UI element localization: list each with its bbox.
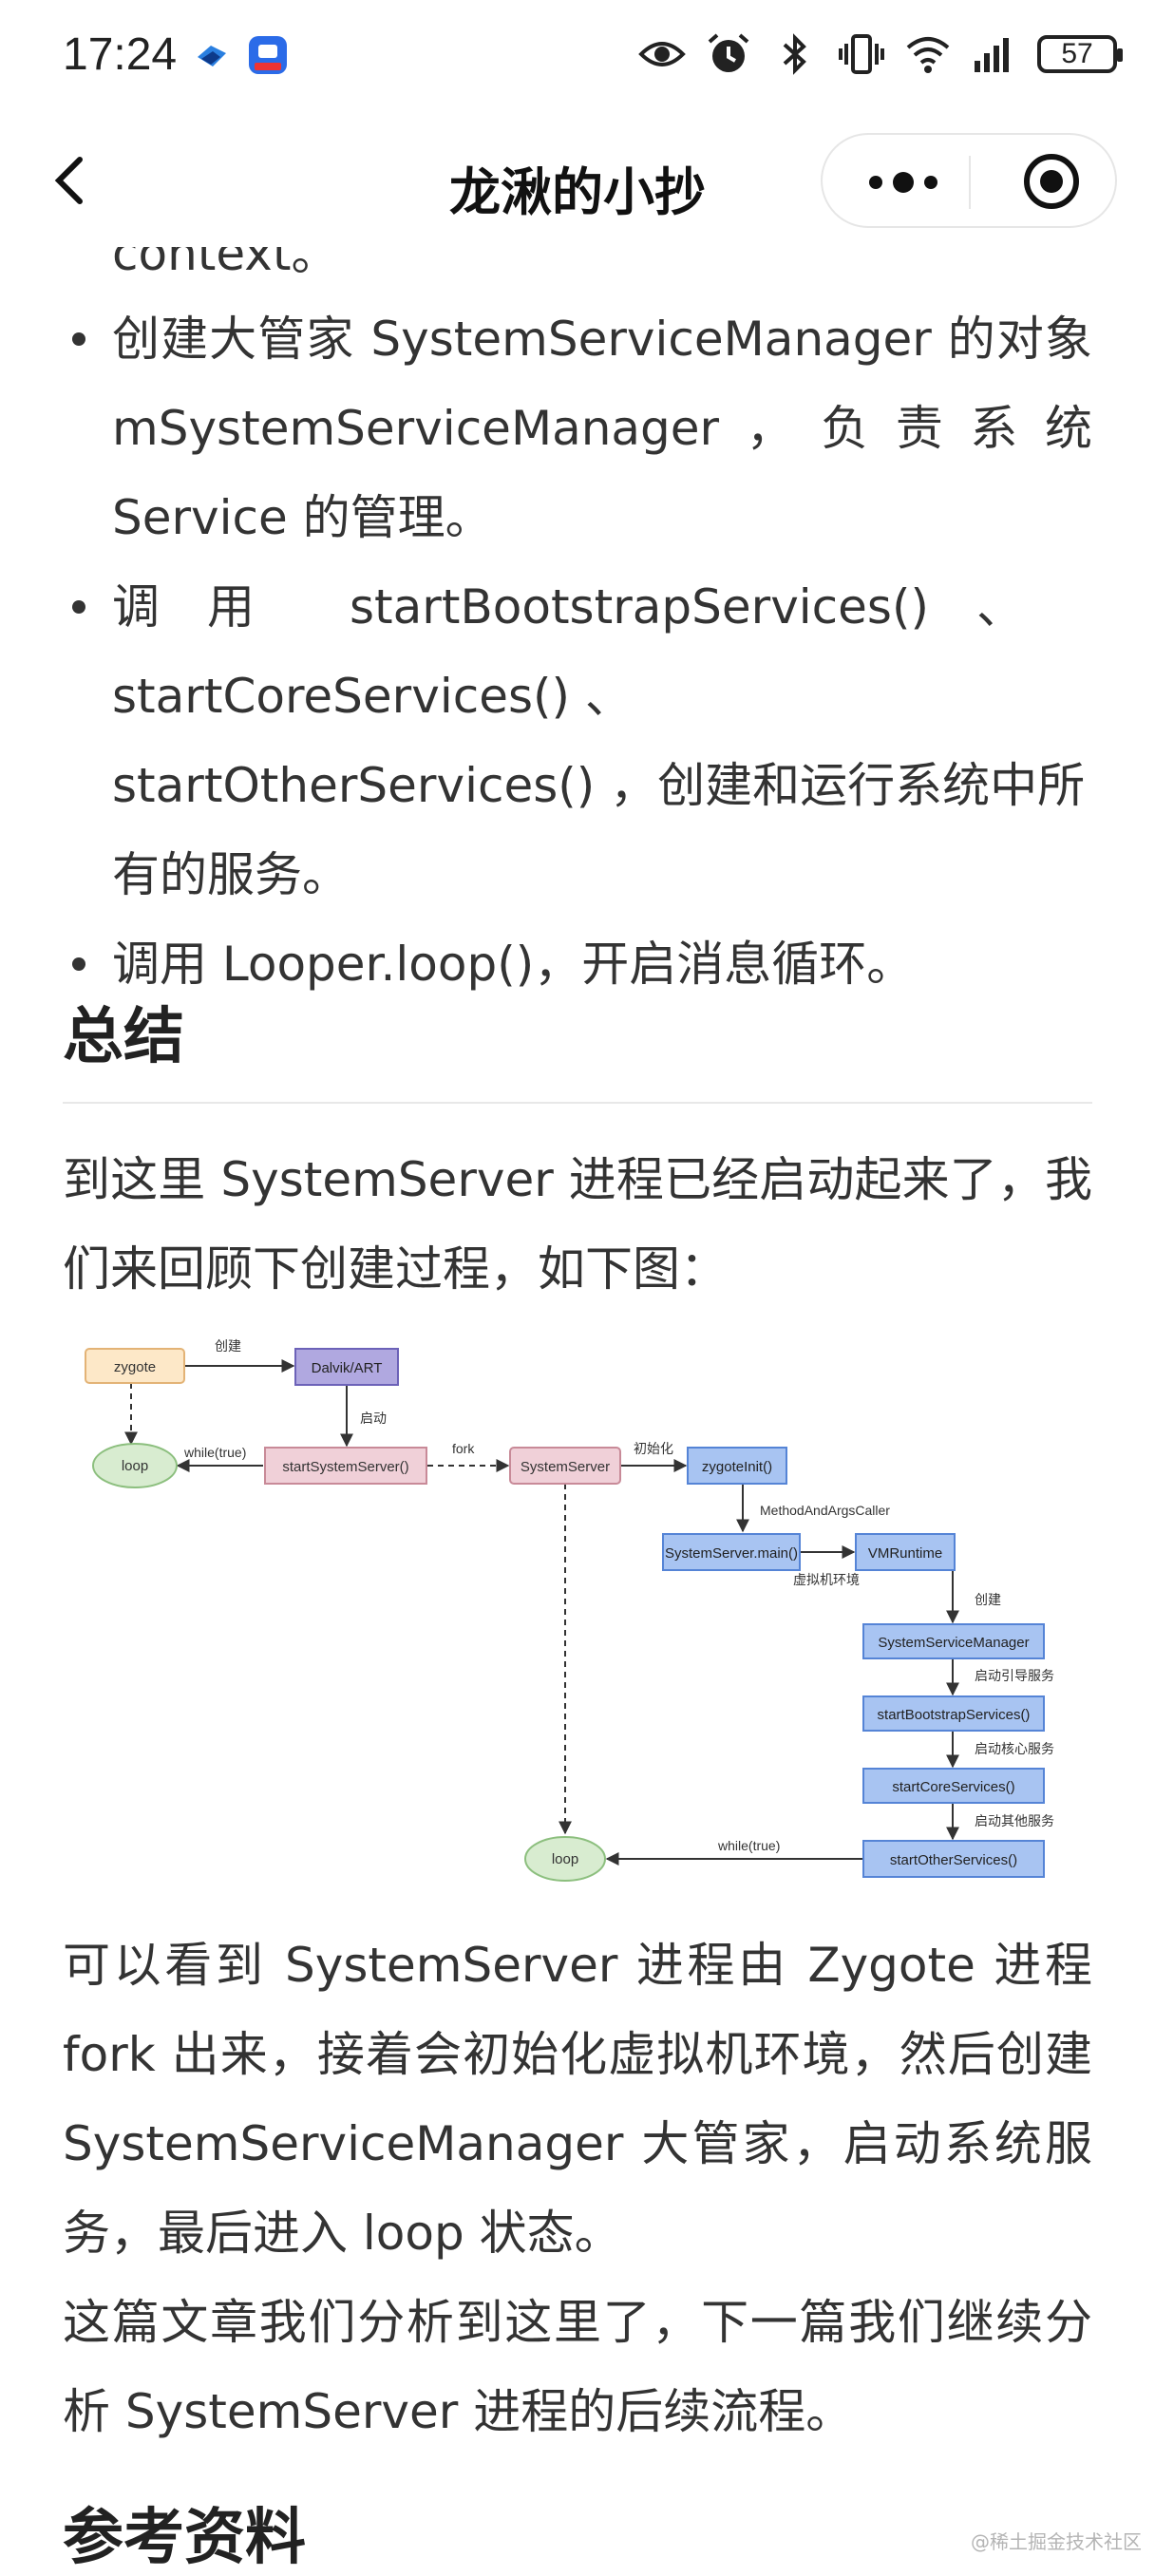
app-badge-icon [249, 36, 287, 74]
label-other: 启动其他服务 [975, 1813, 1054, 1828]
bluetooth-icon [783, 33, 806, 75]
label-vm-env: 虚拟机环境 [793, 1572, 860, 1587]
capsule-divider [969, 156, 971, 209]
battery-level: 57 [1061, 38, 1093, 69]
node-zygote: zygote [114, 1359, 156, 1375]
page-title: 龙湫的小抄 [449, 162, 706, 222]
label-bootstrap: 启动引导服务 [975, 1668, 1054, 1683]
node-loop-2: loop [552, 1851, 578, 1867]
summary-heading: 总结 [63, 1002, 184, 1072]
label-start: 启动 [360, 1411, 387, 1426]
node-system-service-manager: SystemServiceManager [878, 1635, 1029, 1651]
node-zygote-init: zygoteInit() [702, 1459, 772, 1475]
node-dalvik-art: Dalvik/ART [312, 1360, 383, 1376]
eye-icon [638, 42, 686, 66]
watermark: @稀土掘金技术社区 [971, 2530, 1142, 2553]
label-create-2: 创建 [975, 1592, 1001, 1607]
label-core: 启动核心服务 [975, 1741, 1054, 1756]
app-notification-icon [198, 46, 226, 66]
signal-icon [975, 38, 1009, 72]
node-system-server-main: SystemServer.main() [665, 1545, 798, 1562]
node-loop-1: loop [122, 1458, 148, 1474]
section-divider [63, 1102, 1092, 1104]
battery-icon: 57 [1037, 35, 1123, 73]
diagram-nodes: zygote Dalvik/ART loop startSystemServer… [85, 1348, 1045, 1882]
label-method-caller: MethodAndArgsCaller [760, 1503, 890, 1518]
status-icons: 57 [638, 30, 1123, 78]
chevron-left-icon [54, 157, 83, 204]
status-bar: 17:24 57 [0, 0, 1155, 114]
node-start-system-server: startSystemServer() [282, 1459, 408, 1475]
vibrate-icon [839, 34, 884, 74]
miniprogram-capsule [821, 133, 1117, 228]
more-button[interactable] [861, 161, 946, 203]
status-time: 17:24 [63, 29, 178, 80]
label-while-1: while(true) [183, 1445, 246, 1460]
nav-bar: 龙湫的小抄 [0, 114, 1155, 247]
bullet-list: 创建大管家 SystemServiceManager 的对象 mSystemSe… [63, 294, 1092, 1009]
label-init: 初始化 [634, 1441, 673, 1456]
node-vm-runtime: VMRuntime [868, 1545, 942, 1562]
diagram-labels: 创建 启动 while(true) fork 初始化 MethodAndArgs… [183, 1338, 1054, 1853]
list-item: 调 用 startBootstrapServices() 、startCoreS… [63, 562, 1092, 919]
close-miniprogram-button[interactable] [1022, 152, 1081, 211]
label-while-2: while(true) [717, 1838, 780, 1853]
list-item: 调用 Looper.loop()，开启消息循环。 [63, 919, 1092, 1009]
node-start-other-services: startOtherServices() [890, 1852, 1017, 1868]
label-create-1: 创建 [215, 1338, 241, 1354]
wifi-icon [906, 37, 950, 73]
alarm-icon [708, 33, 749, 72]
list-item: 创建大管家 SystemServiceManager 的对象 mSystemSe… [63, 294, 1092, 562]
node-start-core-services: startCoreServices() [892, 1779, 1014, 1795]
back-button[interactable] [42, 152, 99, 209]
references-heading: 参考资料 [63, 2503, 306, 2573]
node-start-bootstrap-services: startBootstrapServices() [878, 1707, 1031, 1723]
systemserver-startup-diagram: zygote Dalvik/ART loop startSystemServer… [85, 1338, 1054, 1882]
summary-explanation: 可以看到 SystemServer 进程由 Zygote 进程 fork 出来，… [63, 1938, 1092, 2261]
node-system-server: SystemServer [521, 1459, 610, 1475]
summary-intro: 到这里 SystemServer 进程已经启动起来了，我们来回顾下创建过程，如下… [63, 1152, 1092, 1297]
label-fork: fork [452, 1441, 475, 1456]
next-article-note: 这篇文章我们分析到这里了，下一篇我们继续分析 SystemServer 进程的后… [63, 2295, 1092, 2439]
